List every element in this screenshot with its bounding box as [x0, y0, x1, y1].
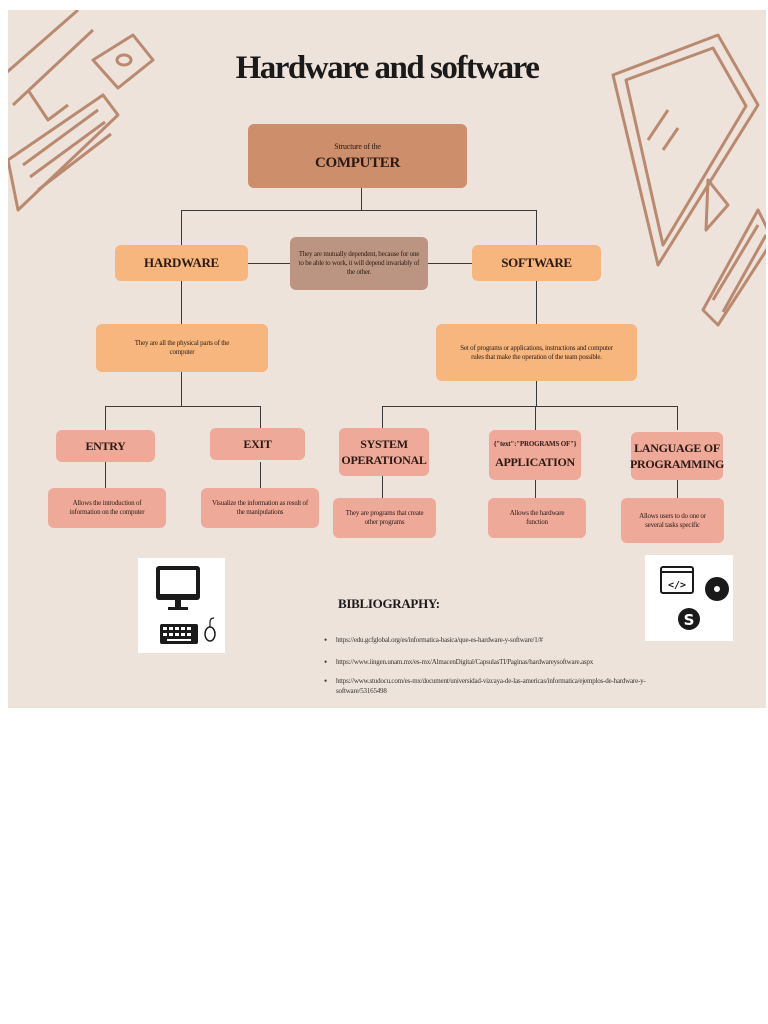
connector	[260, 406, 261, 430]
dependency-note: They are mutually dependent, because for…	[290, 237, 428, 290]
exit-node: EXIT	[210, 428, 305, 460]
bibliography-item: https://www.iingen.unam.mx/es-mx/Almacen…	[324, 657, 666, 667]
computer-label: COMPUTER	[314, 154, 401, 171]
connector	[181, 210, 537, 211]
computer-node: Structure of the COMPUTER	[248, 124, 467, 188]
connector	[535, 480, 536, 498]
entry-description: Allows the introduction of information o…	[48, 488, 166, 528]
connector	[536, 281, 537, 324]
connector	[181, 372, 182, 406]
application-description: Allows the hardware function	[488, 498, 586, 538]
application-node: {"text":"PROGRAMS OF"} APPLICATION	[489, 430, 581, 480]
hardware-description: They are all the physical parts of the c…	[96, 324, 268, 372]
svg-text:S: S	[684, 611, 695, 629]
computer-sketch-icon	[8, 10, 155, 212]
application-prefix: {"text":"PROGRAMS OF"}	[493, 440, 577, 448]
svg-text:</>: </>	[668, 580, 686, 591]
hardware-node: HARDWARE	[115, 245, 248, 281]
programming-language-description: Allows users to do one or several tasks …	[621, 498, 724, 543]
connector	[260, 462, 261, 488]
system-operational-node: SYSTEM OPERATIONAL	[339, 428, 429, 476]
bibliography-item: https://www.studocu.com/es-mx/document/u…	[324, 676, 666, 696]
page-title: Hardware and software	[235, 50, 540, 86]
connector	[382, 476, 383, 498]
connector	[536, 380, 537, 406]
connector	[105, 462, 106, 488]
poster: Hardware and software Structure of the C…	[8, 10, 766, 708]
entry-node: ENTRY	[56, 430, 155, 462]
bibliography-link[interactable]: https://www.studocu.com/es-mx/document/u…	[336, 677, 646, 695]
bibliography-item: https://edu.gcfglobal.org/es/informatica…	[324, 635, 666, 645]
exit-description: Visualize the information as result of t…	[201, 488, 319, 528]
bibliography-link[interactable]: https://edu.gcfglobal.org/es/informatica…	[336, 636, 543, 644]
connector	[181, 281, 182, 324]
bibliography-link[interactable]: https://www.iingen.unam.mx/es-mx/Almacen…	[336, 658, 594, 666]
connector	[105, 406, 261, 407]
connector	[428, 263, 472, 264]
system-operational-description: They are programs that create other prog…	[333, 498, 436, 538]
software-node: SOFTWARE	[472, 245, 601, 281]
connector	[382, 406, 678, 407]
connector	[677, 480, 678, 498]
computer-subtitle: Structure of the	[334, 141, 381, 151]
monitor-sketch-icon	[611, 33, 766, 327]
programming-language-node: LANGUAGE OF PROGRAMMING	[630, 432, 724, 480]
connector	[361, 188, 362, 210]
connector	[536, 210, 537, 246]
connector	[535, 406, 536, 430]
software-description: Set of programs or applications, instruc…	[436, 324, 637, 381]
bibliography-title: BIBLIOGRAPHY:	[338, 596, 440, 611]
application-label: APPLICATION	[495, 455, 575, 469]
connector	[105, 406, 106, 430]
software-icons: </> S	[645, 555, 733, 641]
connector	[677, 406, 678, 430]
connector	[181, 210, 182, 246]
connector	[248, 263, 290, 264]
desktop-computer-icon	[138, 558, 225, 653]
connector	[382, 406, 383, 430]
